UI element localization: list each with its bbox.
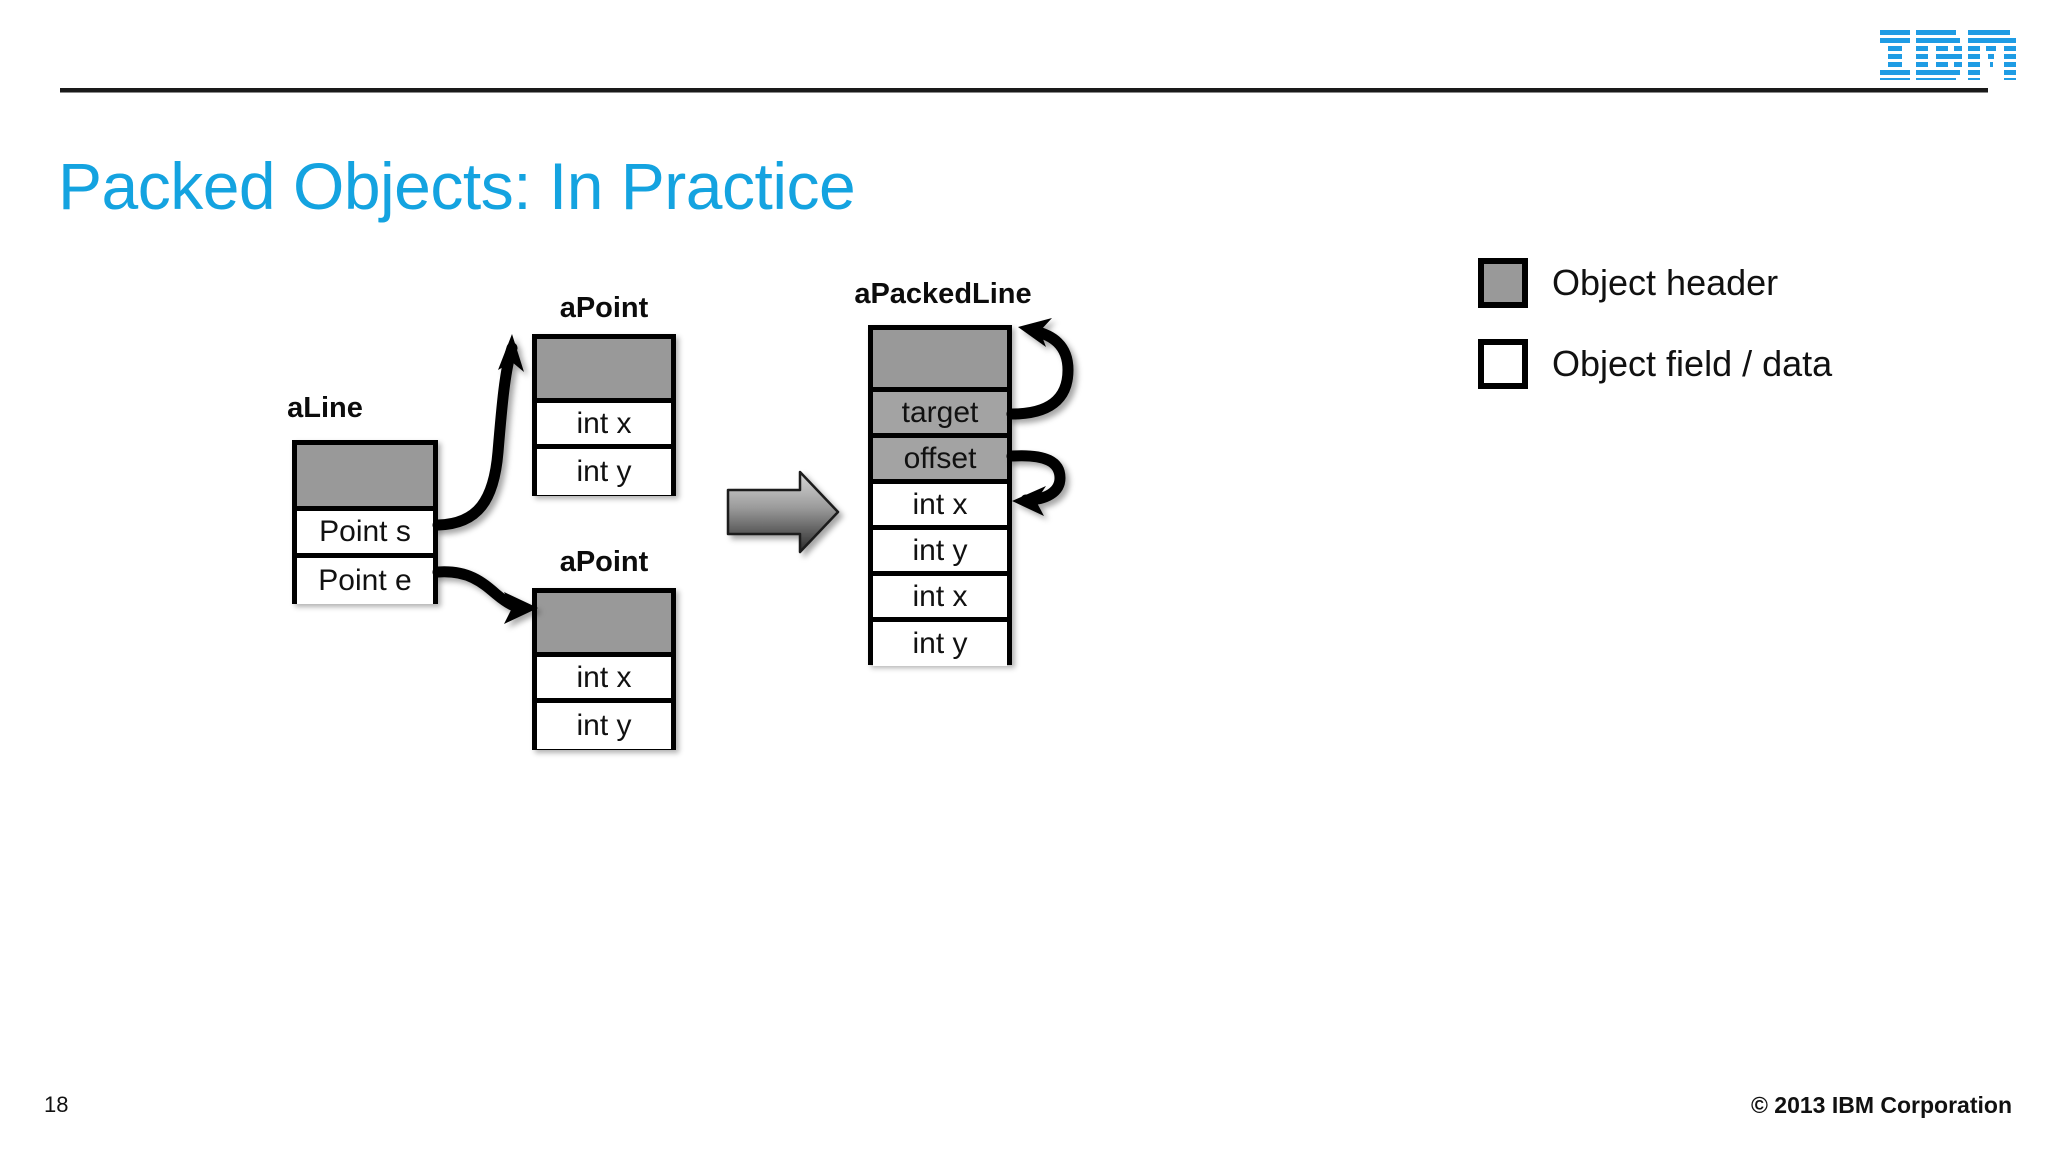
page-number: 18: [44, 1092, 69, 1117]
apackedline-cell-header: [873, 330, 1007, 392]
apoint-top-cell-header: [537, 339, 671, 403]
arrow-target-to-header: [1006, 318, 1074, 420]
aline-cell-point-e: Point e: [297, 558, 433, 604]
legend-item-object-header: Object header: [1478, 258, 1778, 308]
object-box-aline: Point s Point e: [292, 440, 438, 604]
object-label-apackedline: aPackedLine: [854, 278, 1032, 310]
transform-block-arrow: [726, 470, 840, 554]
apackedline-cell-int-y-1: int y: [873, 530, 1007, 576]
apoint-bottom-cell-header: [537, 593, 671, 657]
apoint-bottom-cell-int-x: int x: [537, 657, 671, 703]
apoint-top-cell-int-x: int x: [537, 403, 671, 449]
aline-cell-header: [297, 445, 433, 511]
apackedline-cell-int-y-2: int y: [873, 622, 1007, 666]
object-label-apoint-top: aPoint: [559, 292, 649, 324]
apackedline-cell-int-x-2: int x: [873, 576, 1007, 622]
copyright-notice: © 2013 IBM Corporation: [1750, 1092, 2012, 1118]
arrow-offset-self-reference: [1006, 450, 1066, 516]
arrow-point-e-to-apoint-bottom: [432, 566, 538, 624]
header-divider: [60, 88, 1988, 93]
object-box-apackedline: target offset int x int y int x int y: [868, 325, 1012, 666]
apackedline-cell-offset: offset: [873, 438, 1007, 484]
apoint-top-cell-int-y: int y: [537, 449, 671, 495]
apackedline-cell-target: target: [873, 392, 1007, 438]
legend-label-object-header: Object header: [1552, 262, 1779, 303]
legend-label-object-field: Object field / data: [1552, 343, 1833, 384]
legend-swatch-object-field: [1478, 339, 1528, 389]
object-label-aline: aLine: [287, 392, 363, 424]
object-box-apoint-top: int x int y: [532, 334, 676, 496]
page-title: Packed Objects: In Practice: [58, 149, 856, 224]
aline-cell-point-s: Point s: [297, 511, 433, 558]
legend-swatch-object-header: [1478, 258, 1528, 308]
legend-item-object-field: Object field / data: [1478, 339, 1832, 389]
object-box-apoint-bottom: int x int y: [532, 588, 676, 750]
apoint-bottom-cell-int-y: int y: [537, 703, 671, 749]
arrow-point-s-to-apoint-top: [432, 334, 524, 531]
object-label-apoint-bottom: aPoint: [559, 546, 649, 578]
ibm-logo: [1880, 30, 2016, 80]
apackedline-cell-int-x-1: int x: [873, 484, 1007, 530]
